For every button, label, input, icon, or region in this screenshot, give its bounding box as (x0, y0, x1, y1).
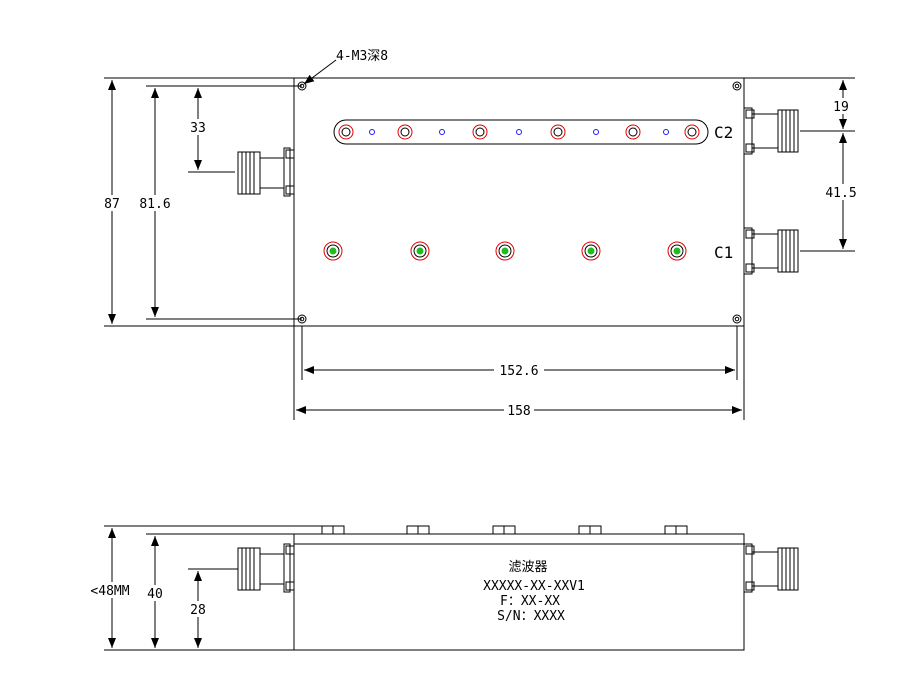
slot-hole (439, 129, 445, 135)
slot-screw (625, 124, 641, 140)
right-connector-side (743, 543, 799, 593)
nameplate-frequency: F：XX-XX (500, 594, 560, 609)
dim-label-48: <48MM (90, 584, 129, 599)
slot-screws (338, 124, 700, 140)
right-connector-c1 (743, 227, 799, 275)
dim-label-40: 40 (147, 587, 163, 602)
slot-screw (550, 124, 566, 140)
mounting-hole (732, 81, 742, 91)
resonator-screw (667, 241, 687, 261)
side-screw-head (492, 525, 516, 535)
mounting-hole (297, 314, 307, 324)
nameplate-model: XXXXX-XX-XXV1 (483, 579, 585, 594)
slot-screw (684, 124, 700, 140)
hole-note: 4-M3深8 (336, 49, 388, 64)
dim-label-87: 87 (104, 197, 120, 212)
mounting-hole (732, 314, 742, 324)
slot-screw (472, 124, 488, 140)
top-view (104, 59, 855, 420)
slot-hole (593, 129, 599, 135)
side-screw-head (406, 525, 430, 535)
resonator-screw (323, 241, 343, 261)
slot-hole (516, 129, 522, 135)
side-view (104, 525, 799, 651)
side-screw-head (321, 525, 345, 535)
tuning-slot (333, 119, 709, 145)
nameplate-serial: S/N：XXXX (497, 609, 565, 624)
dim-label-19: 19 (833, 100, 849, 115)
slot-screw (338, 124, 354, 140)
resonator-screws (323, 241, 687, 261)
port-label-c1: C1 (714, 243, 733, 262)
side-screw-head (664, 525, 688, 535)
dim-label-152-6: 152.6 (499, 364, 538, 379)
top-view-text: 4-M3深8 87 81.6 33 19 41.5 152.6 158 C2 C… (100, 49, 860, 419)
port-label-c2: C2 (714, 123, 733, 142)
left-connector-top (237, 147, 295, 197)
resonator-screw (410, 241, 430, 261)
left-connector-side (237, 543, 295, 593)
slot-screw (397, 124, 413, 140)
resonator-screw (495, 241, 515, 261)
dim-label-41-5: 41.5 (825, 186, 856, 201)
dim-label-28: 28 (190, 603, 206, 618)
dim-label-158: 158 (507, 404, 530, 419)
slot-hole (663, 129, 669, 135)
nameplate-title: 滤波器 (508, 560, 547, 575)
dim-label-81-6: 81.6 (139, 197, 170, 212)
dim-label-33: 33 (190, 121, 206, 136)
slot-hole (369, 129, 375, 135)
side-view-text: <48MM 40 28 滤波器 XXXXX-XX-XXV1 F：XX-XX S/… (88, 560, 585, 624)
hole-note-leader (303, 59, 337, 85)
mounting-hole (297, 81, 307, 91)
resonator-screw (581, 241, 601, 261)
top-body-outline (293, 77, 745, 327)
right-connector-c2 (743, 107, 799, 155)
side-screw-head (578, 525, 602, 535)
